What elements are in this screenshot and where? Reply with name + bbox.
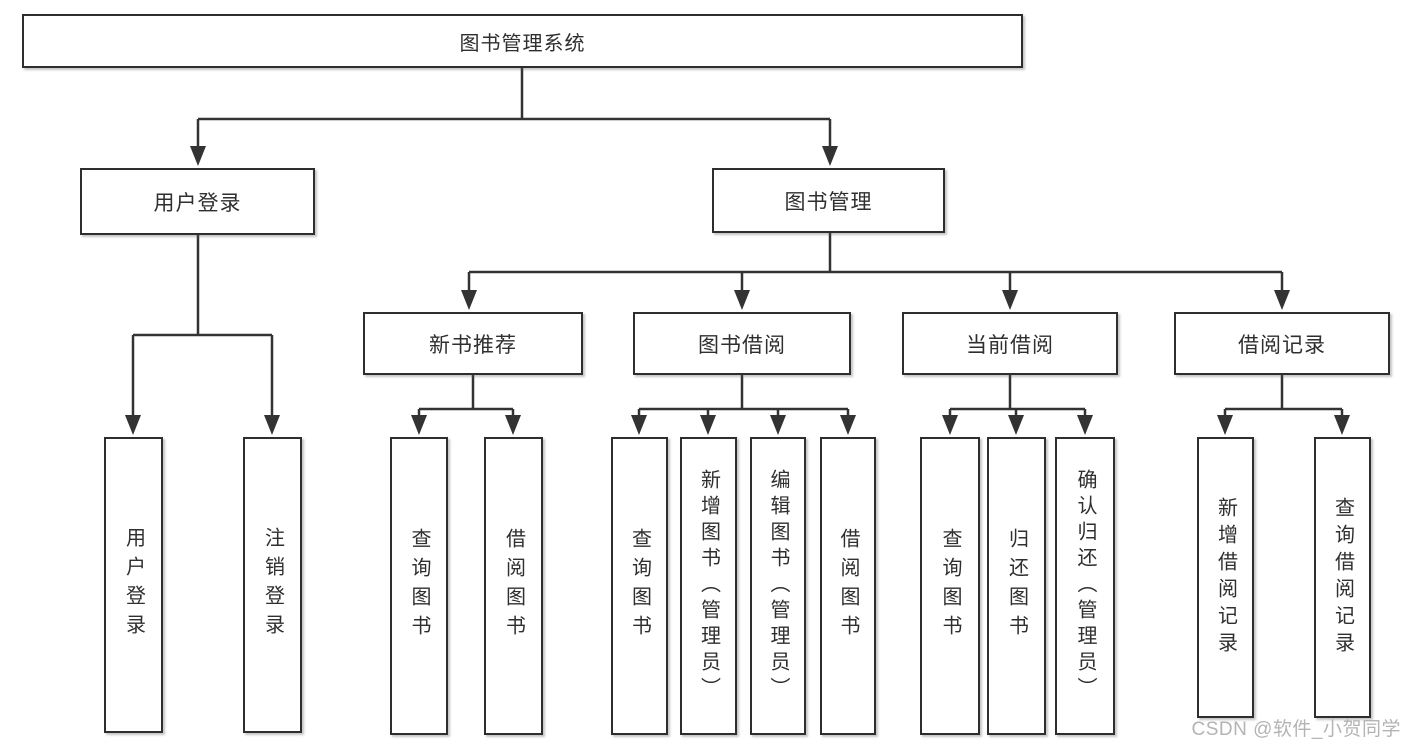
leaf-user-login: 用户登录 [104, 437, 163, 733]
node-label: 新增借阅记录 [1214, 496, 1237, 659]
node-label: 查询图书 [939, 528, 961, 644]
leaf-bb-query-book: 查询图书 [611, 437, 668, 735]
node-label: 归还图书 [1005, 528, 1028, 644]
node-label: 查询图书 [408, 528, 430, 644]
leaf-bb-edit-book: 编辑图书（管理员） [750, 437, 806, 735]
leaf-br-query-record: 查询借阅记录 [1314, 437, 1371, 718]
node-label: 当前借阅 [966, 333, 1054, 357]
node-label: 查询借阅记录 [1331, 496, 1354, 659]
node-book-borrow: 图书借阅 [633, 312, 851, 375]
leaf-logout: 注销登录 [243, 437, 302, 733]
node-new-book-recommend: 新书推荐 [363, 312, 583, 375]
node-current-borrow: 当前借阅 [902, 312, 1118, 375]
node-borrow-record: 借阅记录 [1174, 312, 1390, 375]
node-label: 用户登录 [122, 527, 145, 643]
node-label: 新书推荐 [429, 333, 517, 357]
node-label: 用户登录 [153, 191, 242, 215]
leaf-cb-query-book: 查询图书 [920, 437, 980, 735]
leaf-br-add-record: 新增借阅记录 [1197, 437, 1254, 718]
node-label: 新增图书（管理员） [697, 469, 720, 703]
leaf-nbr-query-book: 查询图书 [390, 437, 448, 735]
node-label: 图书管理 [784, 190, 873, 214]
node-label: 注销登录 [261, 527, 284, 643]
node-label: 借阅图书 [502, 528, 525, 644]
node-label: 图书借阅 [698, 333, 786, 357]
node-label: 查询图书 [628, 528, 651, 644]
node-label: 确认归还（管理员） [1074, 469, 1096, 703]
leaf-bb-add-book: 新增图书（管理员） [680, 437, 737, 735]
node-label: 借阅记录 [1238, 333, 1326, 357]
leaf-nbr-borrow-book: 借阅图书 [484, 437, 543, 735]
node-book-management: 图书管理 [712, 168, 945, 233]
node-label: 借阅图书 [837, 528, 859, 644]
node-user-login: 用户登录 [80, 168, 315, 235]
leaf-cb-confirm-return: 确认归还（管理员） [1055, 437, 1115, 735]
node-label: 图书管理系统 [459, 32, 586, 55]
node-label: 编辑图书（管理员） [767, 469, 789, 703]
csdn-watermark: CSDN @软件_小贺同学 [1191, 719, 1401, 740]
arrowheads [125, 146, 1350, 435]
leaf-cb-return-book: 归还图书 [987, 437, 1046, 735]
node-library-management-system: 图书管理系统 [22, 14, 1023, 68]
leaf-bb-borrow-book: 借阅图书 [820, 437, 876, 735]
